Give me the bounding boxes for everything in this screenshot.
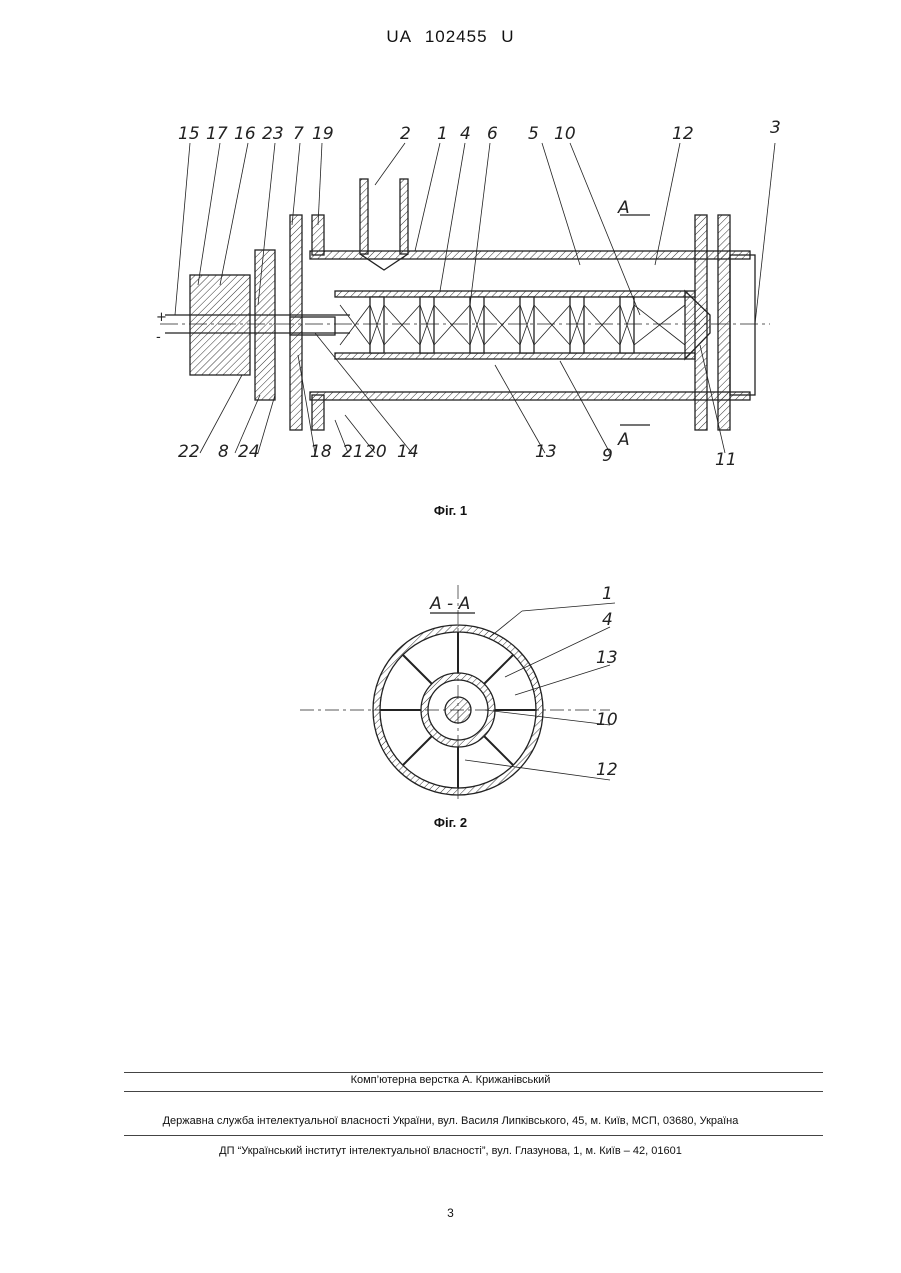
label-23: 23: [262, 124, 284, 144]
label-19: 19: [312, 124, 334, 144]
label-6: 6: [487, 124, 498, 144]
label-12: 12: [672, 124, 694, 144]
label-9: 9: [602, 446, 613, 466]
label-2: 2: [400, 124, 411, 144]
section-title: A - A: [429, 594, 470, 614]
label-11: 11: [715, 450, 737, 470]
label-15: 15: [178, 124, 200, 144]
agency-address: Державна служба інтелектуальної власност…: [0, 1115, 901, 1127]
label-13: 13: [535, 442, 557, 462]
label-17: 17: [206, 124, 228, 144]
section-mark-bottom: A: [617, 430, 630, 450]
label-1: 1: [437, 124, 448, 144]
polarity-plus: +: [156, 310, 167, 325]
label-8: 8: [218, 442, 229, 462]
label-13-fig2: 13: [596, 648, 618, 668]
label-10-fig2: 10: [596, 710, 618, 730]
label-24: 24: [238, 442, 260, 462]
label-1-fig2: 1: [602, 584, 613, 604]
label-5: 5: [528, 124, 539, 144]
label-4: 4: [460, 124, 471, 144]
figure-2-caption: Фіг. 2: [0, 815, 901, 830]
label-4-fig2: 4: [602, 610, 613, 630]
label-20: 20: [365, 442, 387, 462]
figure-2-drawing: A - A 1 4 13 10 12: [290, 575, 630, 805]
footer-divider-mid: [124, 1091, 823, 1092]
institute-address: ДП “Український інститут інтелектуальної…: [0, 1145, 901, 1157]
polarity-minus: -: [156, 330, 161, 345]
page-number: 3: [0, 1206, 901, 1220]
label-21: 21: [342, 442, 364, 462]
footer-divider-bottom: [124, 1135, 823, 1136]
label-16: 16: [234, 124, 256, 144]
label-12-fig2: 12: [596, 760, 618, 780]
label-3: 3: [770, 118, 781, 138]
label-18: 18: [310, 442, 332, 462]
section-mark-top: A: [617, 198, 630, 218]
figure-1-caption: Фіг. 1: [0, 503, 901, 518]
patent-number-header: UA 102455 U: [0, 27, 901, 47]
layout-credit: Комп’ютерна верстка А. Крижанівський: [0, 1074, 901, 1086]
label-14: 14: [397, 442, 419, 462]
footer-divider-top: [124, 1072, 823, 1073]
label-7: 7: [293, 124, 304, 144]
figure-1-drawing: 15 17 16 23 7 19 2 1 4 6 5 10 12 3 22 8 …: [150, 115, 800, 475]
label-22: 22: [178, 442, 200, 462]
label-10: 10: [554, 124, 576, 144]
